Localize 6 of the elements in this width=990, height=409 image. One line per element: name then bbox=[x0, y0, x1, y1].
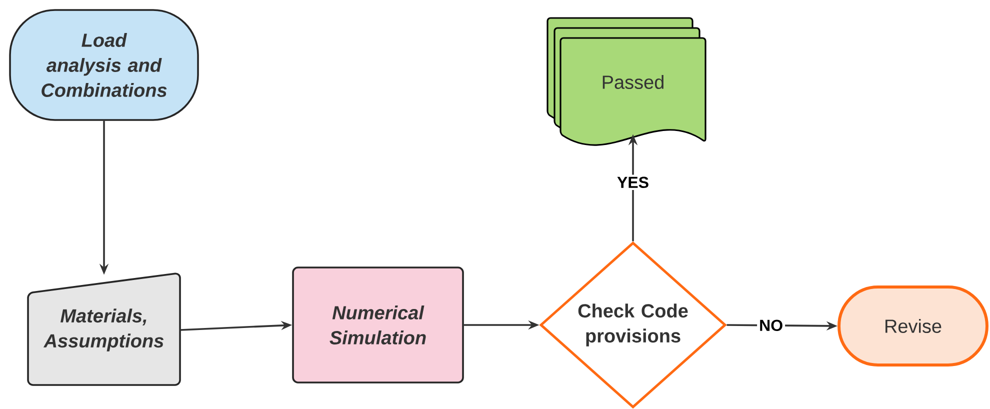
start-terminal: Load analysis and Combinations bbox=[9, 9, 199, 121]
edge-label: YES bbox=[615, 174, 652, 190]
document-stack: Passed bbox=[546, 17, 706, 146]
process-box: Numerical Simulation bbox=[292, 266, 464, 384]
terminal: Revise bbox=[838, 286, 988, 366]
edge-label: NO bbox=[757, 318, 786, 334]
